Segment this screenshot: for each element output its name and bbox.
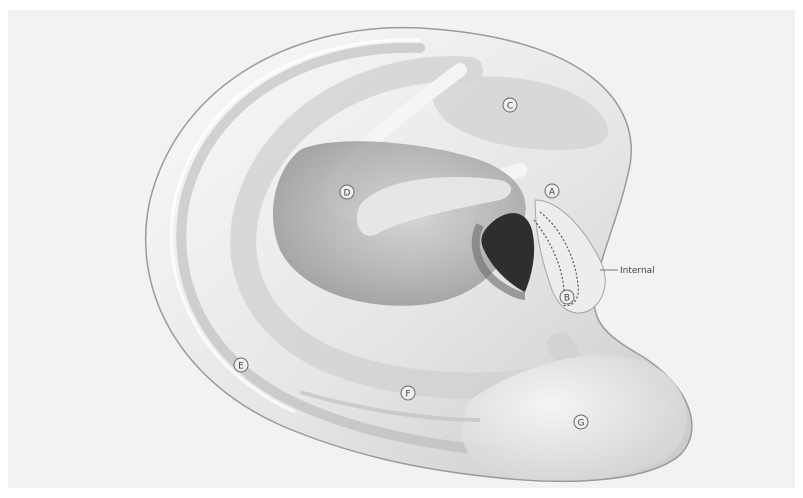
marker-a-label: A <box>549 188 556 198</box>
callout-internal-label: Internal <box>620 266 655 276</box>
marker-d: D <box>340 185 354 199</box>
marker-a: A <box>545 184 559 198</box>
marker-g: G <box>574 415 588 429</box>
marker-e: E <box>234 358 248 372</box>
marker-g-label: G <box>578 419 585 429</box>
marker-f-label: F <box>405 390 410 400</box>
marker-c-label: C <box>507 102 513 112</box>
marker-c: C <box>503 98 517 112</box>
marker-f: F <box>401 386 415 400</box>
marker-b-label: B <box>564 294 570 304</box>
marker-d-label: D <box>344 189 351 199</box>
marker-e-label: E <box>238 362 244 372</box>
marker-b: B <box>560 290 574 304</box>
